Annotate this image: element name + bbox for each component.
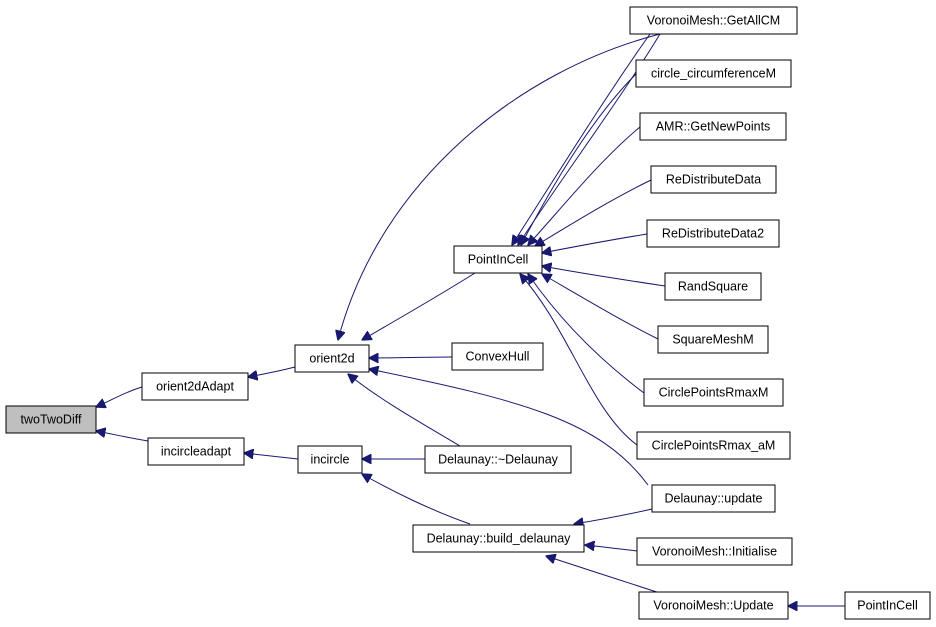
node-ConvexHull[interactable]: ConvexHull: [451, 342, 544, 371]
node-ReDistributeData[interactable]: ReDistributeData: [650, 165, 777, 194]
node-label: ReDistributeData2: [662, 227, 764, 241]
node-box: [147, 437, 245, 466]
node-label: CirclePointsRmax_aM: [652, 439, 776, 453]
edge-PointInCell-orient2d: [362, 272, 476, 340]
node-label: orient2dAdapt: [156, 380, 234, 394]
node-CirclePointsRmaxaM[interactable]: CirclePointsRmax_aM: [636, 431, 791, 460]
node-box: [636, 431, 791, 460]
node-twoTwoDiff[interactable]: twoTwoDiff: [5, 405, 97, 434]
node-box: [424, 445, 572, 474]
node-label: PointInCell: [857, 599, 917, 613]
edge-RandSquare-PointInCell: [542, 266, 666, 287]
node-box: [412, 524, 585, 553]
edge-CirclePointsRmaxM-PointInCell: [528, 274, 645, 394]
node-label: incircle: [311, 453, 350, 467]
node-box: [629, 6, 798, 35]
node-SquareMeshM[interactable]: SquareMeshM: [657, 325, 769, 354]
node-VoronoiUpdate[interactable]: VoronoiMesh::Update: [638, 591, 789, 620]
node-label: VoronoiMesh::GetAllCM: [647, 14, 780, 28]
node-circleCircumferenceM[interactable]: circle_circumferenceM: [635, 59, 792, 88]
node-box: [646, 219, 780, 248]
node-label: incircleadapt: [161, 445, 232, 459]
node-label: twoTwoDiff: [21, 413, 82, 427]
node-incircleadapt[interactable]: incircleadapt: [147, 437, 245, 466]
node-box: [294, 344, 370, 373]
node-label: PointInCell: [468, 253, 528, 267]
node-box: [651, 484, 776, 513]
node-box: [650, 165, 777, 194]
node-orient2dAdapt[interactable]: orient2dAdapt: [141, 372, 249, 401]
node-box: [635, 59, 792, 88]
node-box: [453, 245, 543, 274]
node-box: [643, 378, 784, 407]
edge-VoronoiInitialise-DelaunayBuild: [585, 545, 638, 552]
edge-DelaunayDtor-orient2d: [348, 374, 461, 447]
node-label: CirclePointsRmaxM: [659, 386, 769, 400]
edge-orient2d-orient2dAdapt: [248, 366, 296, 377]
edge-ReDistributeData-PointInCell: [535, 179, 652, 246]
node-DelaunayUpdate[interactable]: Delaunay::update: [651, 484, 776, 513]
node-label: orient2d: [309, 352, 354, 366]
node-box: [141, 372, 249, 401]
edge-incircleadapt-twoTwoDiff: [96, 431, 149, 442]
edge-VoronoiUpdate-DelaunayBuild: [546, 556, 667, 596]
edge-AMRGetNewPoints-PointInCell: [528, 126, 641, 245]
node-box: [5, 405, 97, 434]
edge-VoronoiGetAllCM-PointInCell: [512, 33, 651, 245]
node-box: [638, 591, 789, 620]
node-DelaunayBuild[interactable]: Delaunay::build_delaunay: [412, 524, 585, 553]
node-VoronoiGetAllCM[interactable]: VoronoiMesh::GetAllCM: [629, 6, 798, 35]
node-box: [297, 445, 363, 474]
node-label: Delaunay::~Delaunay: [438, 453, 559, 467]
edge-DelaunayUpdate-DelaunayBuild: [574, 508, 653, 524]
node-label: circle_circumferenceM: [651, 67, 776, 81]
node-label: RandSquare: [678, 280, 748, 294]
node-box: [636, 537, 793, 566]
node-label: ReDistributeData: [666, 173, 761, 187]
node-label: SquareMeshM: [672, 333, 753, 347]
edge-orient2dAdapt-twoTwoDiff: [96, 386, 143, 407]
node-orient2d[interactable]: orient2d: [294, 344, 370, 373]
edges: [96, 33, 845, 606]
node-PointInCell2[interactable]: PointInCell: [844, 591, 931, 620]
node-ReDistributeData2[interactable]: ReDistributeData2: [646, 219, 780, 248]
node-label: VoronoiMesh::Update: [653, 599, 773, 613]
node-label: Delaunay::build_delaunay: [427, 532, 572, 546]
node-label: VoronoiMesh::Initialise: [652, 545, 777, 559]
node-label: Delaunay::update: [665, 492, 763, 506]
node-PointInCell[interactable]: PointInCell: [453, 245, 543, 274]
edge-incircle-incircleadapt: [244, 453, 299, 460]
edge-circleCircumferenceM-PointInCell: [521, 73, 637, 245]
edge-ConvexHull-orient2d: [369, 357, 453, 358]
node-CirclePointsRmaxM[interactable]: CirclePointsRmaxM: [643, 378, 784, 407]
edge-SquareMeshM-PointInCell: [542, 274, 659, 340]
edge-DelaunayUpdate-orient2d: [369, 369, 649, 486]
node-box: [451, 342, 544, 371]
node-box: [664, 272, 762, 301]
node-AMRGetNewPoints[interactable]: AMR::GetNewPoints: [639, 112, 787, 141]
edge-ReDistributeData2-PointInCell: [542, 233, 648, 253]
node-box: [639, 112, 787, 141]
edge-CirclePointsRmaxaM-PointInCell: [520, 274, 638, 446]
node-label: ConvexHull: [466, 350, 530, 364]
node-label: AMR::GetNewPoints: [656, 120, 771, 134]
node-incircle[interactable]: incircle: [297, 445, 363, 474]
node-VoronoiInitialise[interactable]: VoronoiMesh::Initialise: [636, 537, 793, 566]
node-DelaunayDtor[interactable]: Delaunay::~Delaunay: [424, 445, 572, 474]
node-box: [657, 325, 769, 354]
node-RandSquare[interactable]: RandSquare: [664, 272, 762, 301]
edge-DelaunayBuild-incircle: [362, 474, 471, 525]
node-box: [844, 591, 931, 620]
edge-VoronoiGetAllCM-orient2d: [338, 33, 661, 340]
